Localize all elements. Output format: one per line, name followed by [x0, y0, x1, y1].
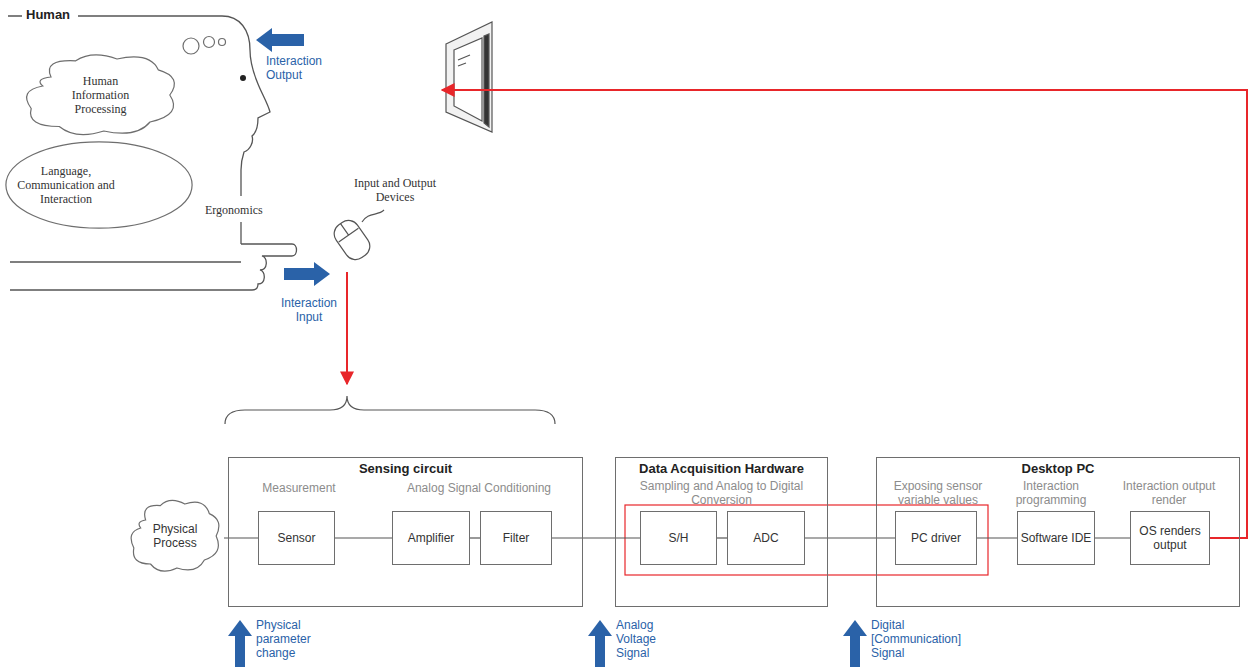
feedback-arrow — [442, 90, 1247, 538]
process-cloud: Physical Process — [126, 496, 224, 576]
arm-line — [10, 261, 241, 262]
node-label: Language, Communication and Interaction — [12, 164, 120, 206]
group-box: Sensor Amplifier Filter Sensing circuitMeas… — [228, 457, 583, 607]
process-box: S/H — [640, 511, 717, 565]
connector-line — [552, 537, 640, 538]
group-subtitle: Interaction output render — [1113, 479, 1225, 507]
node-label: Physical Process — [140, 522, 210, 550]
hand-outline — [10, 244, 297, 290]
monitor-icon — [446, 22, 492, 132]
thought-dot — [183, 38, 199, 54]
part-label: Ergonomics — [205, 203, 280, 217]
process-box: Sensor — [258, 511, 335, 565]
thought-bubble: Human Information Processing — [18, 50, 183, 140]
connector-line — [805, 537, 895, 538]
group-subtitle: Exposing sensor variable values — [882, 479, 994, 507]
node-label: Filter — [503, 531, 530, 545]
group-subtitle: Interaction programming — [1005, 479, 1097, 507]
highlight-rect — [625, 505, 988, 575]
ellipse-shape — [6, 142, 192, 228]
node-label: Amplifier — [408, 531, 455, 545]
signal-arrow — [228, 620, 252, 667]
node-label: PC driver — [911, 531, 961, 545]
group-brace — [225, 396, 555, 424]
mouse-body — [330, 216, 374, 264]
node-label: Software IDE — [1021, 531, 1092, 545]
monitor-edge — [484, 34, 489, 127]
eye-dot — [240, 75, 246, 81]
mouse-cord — [362, 210, 384, 222]
process-box: Amplifier — [392, 511, 470, 565]
flow-label: Interaction Input — [278, 296, 340, 324]
interaction-input-arrow — [284, 262, 330, 286]
node-label: Sensor — [277, 531, 315, 545]
node-label: S/H — [668, 531, 688, 545]
thought-dot — [219, 39, 226, 46]
connector-line — [224, 537, 258, 538]
monitor-glare — [458, 55, 470, 66]
mouse-buttons — [331, 217, 359, 242]
connector-line — [977, 537, 1017, 538]
connector-line — [335, 537, 392, 538]
group-box: PC driver Software IDE OS renders output De… — [876, 457, 1240, 607]
input-arrow — [346, 272, 348, 384]
signal-label: Digital [Communication] Signal — [871, 618, 975, 660]
part-label: Input and Output Devices — [340, 176, 450, 204]
thought-dot — [204, 37, 215, 48]
group-title: Desktop PC — [877, 462, 1239, 476]
process-box: Filter — [480, 511, 552, 565]
connector-line — [717, 537, 727, 538]
process-box: Software IDE — [1017, 511, 1095, 565]
signal-label: Physical parameter change — [256, 618, 322, 660]
signal-arrow — [843, 620, 867, 667]
group-title: Data Acquisition Hardware — [616, 462, 827, 476]
thought-bubble: Language, Communication and Interaction — [4, 140, 194, 230]
process-box: OS renders output — [1130, 511, 1210, 565]
node-label: ADC — [753, 531, 778, 545]
monitor-bezel — [446, 22, 492, 132]
signal-label: Analog Voltage Signal — [616, 618, 674, 660]
group-subtitle: Measurement — [249, 481, 349, 495]
title-label: Human — [26, 8, 82, 22]
node-label: OS renders output — [1131, 524, 1209, 552]
group-subtitle: Analog Signal Conditioning — [379, 481, 579, 495]
neck-line — [240, 222, 241, 244]
mouse-icon — [330, 216, 374, 264]
cloud-shape — [131, 500, 219, 571]
process-box: PC driver — [895, 511, 977, 565]
flow-label: Interaction Output — [266, 54, 346, 82]
group-box: S/H ADC Data Acquisition HardwareSampling … — [615, 457, 828, 607]
interaction-output-arrow — [256, 28, 304, 52]
signal-arrow — [588, 620, 612, 667]
node-label: Human Information Processing — [56, 74, 146, 116]
connector-line — [1095, 537, 1130, 538]
process-box: ADC — [727, 511, 805, 565]
group-subtitle: Sampling and Analog to Digital Conversio… — [631, 479, 812, 507]
monitor-screen — [454, 38, 482, 121]
group-title: Sensing circuit — [229, 462, 582, 476]
thought-dots — [183, 37, 226, 55]
cloud-shape — [27, 55, 175, 135]
connector-line — [470, 537, 480, 538]
